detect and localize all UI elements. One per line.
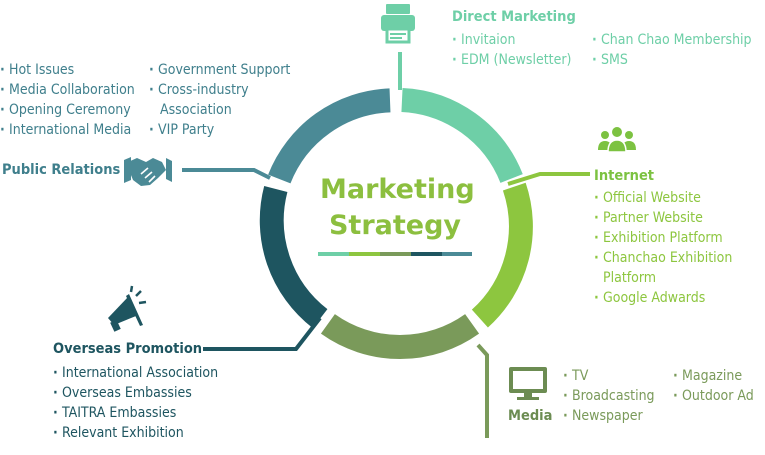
internet-item-google-adwards: Google Adwards (594, 288, 705, 308)
pr-item-cross-industry: Cross-industry (149, 80, 249, 100)
internet-item-chanchao-exhibition: Chanchao Exhibition (594, 248, 732, 268)
internet-item-partner-website: Partner Website (594, 208, 703, 228)
direct-marketing-item-invitation: Invitaion (452, 30, 516, 50)
direct-marketing-item-sms: SMS (592, 50, 628, 70)
connector-internet (507, 172, 590, 186)
pr-item-hot-issues: Hot Issues (0, 60, 74, 80)
ring-segment-media (320, 313, 480, 359)
megaphone-icon (108, 285, 147, 332)
direct-marketing-item-edm: EDM (Newsletter) (452, 50, 571, 70)
connector-overseas-promotion (203, 316, 322, 351)
center-title-line1: Marketing (320, 174, 475, 205)
center-title-line2: Strategy (328, 210, 462, 241)
overseas-item-international-association: International Association (53, 363, 218, 383)
overseas-promotion-title: Overseas Promotion (53, 341, 203, 357)
internet-item-chanchao-platform: Platform (603, 270, 657, 286)
internet-item-official-website: Official Website (594, 188, 701, 208)
direct-marketing-title: Direct Marketing (452, 9, 576, 25)
media-item-newspaper: Newspaper (563, 406, 643, 426)
printer-icon (381, 4, 415, 44)
media-item-outdoor-ad: Outdoor Ad (673, 386, 754, 406)
pr-item-government-support: Government Support (149, 60, 290, 80)
direct-marketing-item-membership: Chan Chao Membership (592, 30, 752, 50)
overseas-item-taitra-embassies: TAITRA Embassies (53, 403, 176, 423)
media-item-broadcasting: Broadcasting (563, 386, 655, 406)
center-underline (318, 252, 472, 256)
handshake-icon (124, 157, 172, 186)
public-relations-title: Public Relations (2, 162, 121, 178)
tv-icon (509, 367, 547, 400)
ring-segment-overseas-promotion (259, 185, 328, 329)
pr-item-international-media: International Media (0, 120, 131, 140)
overseas-item-overseas-embassies: Overseas Embassies (53, 383, 192, 403)
media-title: Media (508, 408, 553, 424)
pr-item-media-collaboration: Media Collaboration (0, 80, 135, 100)
overseas-item-relevant-exhibition: Relevant Exhibition (53, 423, 184, 443)
pr-item-association: Association (160, 102, 232, 118)
connector-media (476, 343, 489, 438)
media-item-tv: TV (563, 366, 588, 386)
ring-segment-internet (471, 182, 533, 328)
connector-public-relations (182, 168, 271, 180)
ring-segment-direct-marketing (401, 88, 523, 184)
internet-item-exhibition-platform: Exhibition Platform (594, 228, 723, 248)
pr-item-vip-party: VIP Party (149, 120, 214, 140)
internet-title: Internet (594, 168, 655, 184)
pr-item-opening-ceremony: Opening Ceremony (0, 100, 131, 120)
center-title: Marketing Strategy (320, 172, 475, 244)
people-group-icon (598, 127, 636, 153)
media-item-magazine: Magazine (673, 366, 742, 386)
ring-segment-public-relations (268, 88, 391, 184)
